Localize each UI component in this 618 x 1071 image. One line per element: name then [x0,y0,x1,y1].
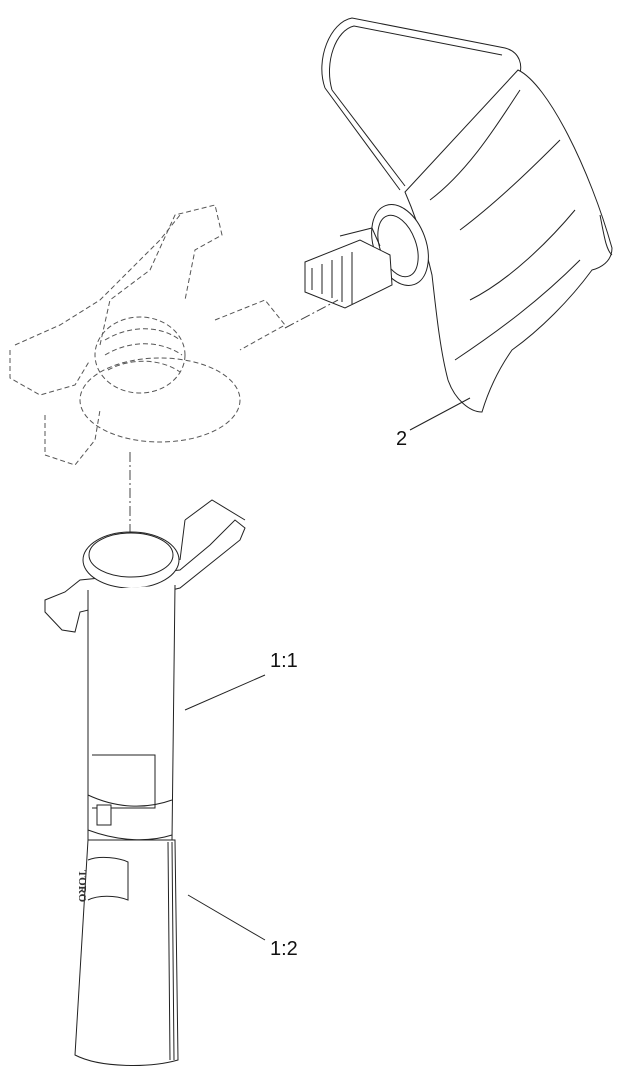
callout-2: 2 [396,428,408,450]
alignment-line-bag [284,299,339,329]
tube-upper [44,499,246,841]
leader-line-1-1 [184,674,266,711]
toro-logo: TORO [76,870,88,903]
leader-line-2 [409,397,471,431]
leader-line-1-2 [187,894,266,941]
bag-adapter [304,204,429,309]
collection-bag [321,17,613,413]
callout-1-2: 1:2 [270,938,298,960]
tube-lower [74,839,179,1066]
callout-1-1: 1:1 [270,650,298,672]
blower-housing-phantom [9,204,286,466]
